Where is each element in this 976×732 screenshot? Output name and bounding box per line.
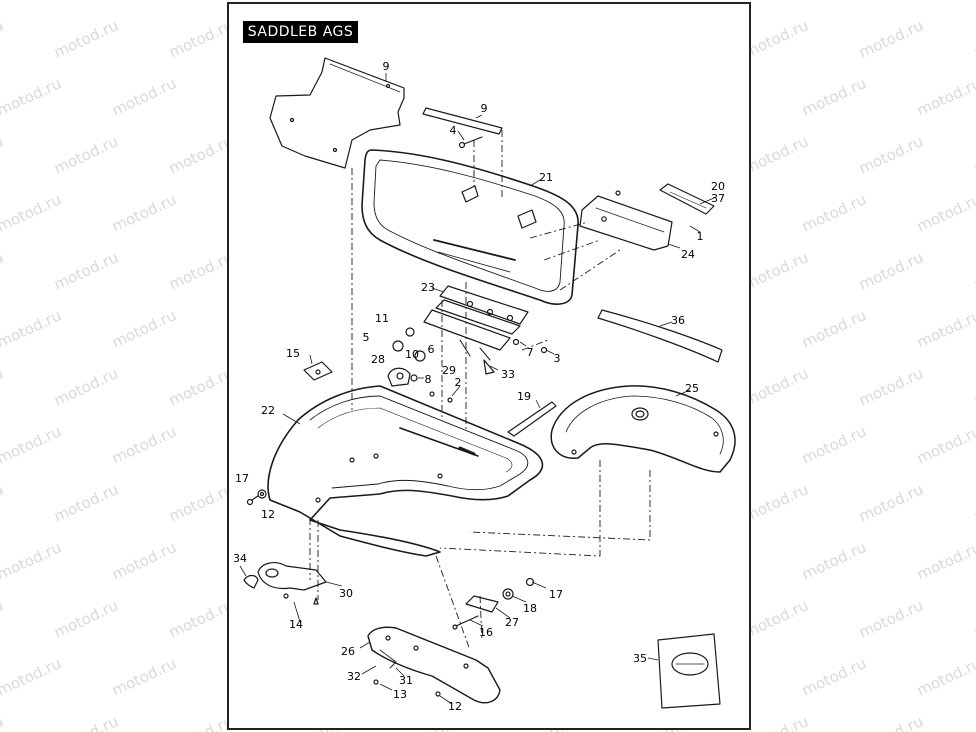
- badge-emblem: [659, 183, 715, 215]
- liner-sheet: [269, 57, 405, 169]
- callout-24: 24: [681, 248, 695, 261]
- callout-2: 2: [455, 376, 462, 389]
- callout-29: 29: [442, 364, 456, 377]
- callout-5: 5: [363, 331, 370, 344]
- clip-34: [243, 574, 259, 589]
- callout-7: 7: [527, 346, 534, 359]
- pivot-27: [465, 595, 499, 613]
- callout-3: 3: [554, 352, 561, 365]
- callout-8: 8: [425, 373, 432, 386]
- callout-37: 37: [711, 192, 725, 205]
- callout-30: 30: [339, 587, 353, 600]
- hook-bracket: [257, 562, 327, 591]
- bolt-16: [452, 615, 479, 630]
- callout-11: 11: [375, 312, 389, 325]
- callout-28: 28: [371, 353, 385, 366]
- callout-13: 13: [393, 688, 407, 701]
- callout-31: 31: [399, 674, 413, 687]
- callout-33: 33: [501, 368, 515, 381]
- callout-36: 36: [671, 314, 685, 327]
- screw-12-bottom: [435, 691, 441, 697]
- screw-4: [458, 136, 483, 149]
- callout-20: 20: [711, 180, 725, 193]
- callout-17: 17: [549, 588, 563, 601]
- callout-14: 14: [289, 618, 303, 631]
- washer-17-right: [525, 577, 535, 587]
- callout-32: 32: [347, 670, 361, 683]
- callout-10: 10: [405, 348, 419, 361]
- callout-9: 9: [383, 60, 390, 73]
- diagram-title: SADDLEB AGS: [243, 21, 358, 43]
- callout-21: 21: [539, 171, 553, 184]
- lid-frame: [361, 149, 579, 305]
- callout-19: 19: [517, 390, 531, 403]
- leader-lines: [239, 73, 715, 705]
- callout-23: 23: [421, 281, 435, 294]
- screw-12-left: [246, 495, 259, 506]
- callout-16: 16: [479, 626, 493, 639]
- callout-25: 25: [685, 382, 699, 395]
- latch-lock: [303, 361, 333, 381]
- callout-26: 26: [341, 645, 355, 658]
- callout-35: 35: [633, 652, 647, 665]
- callout-15: 15: [286, 347, 300, 360]
- callout-27: 27: [505, 616, 519, 629]
- callout-22: 22: [261, 404, 275, 417]
- washer-17-left: [257, 489, 267, 499]
- screw-14: [283, 593, 319, 605]
- saddlebag-body: [267, 385, 544, 557]
- callout-34: 34: [233, 552, 247, 565]
- callout-12: 12: [261, 508, 275, 521]
- assembly-lines: [309, 130, 651, 651]
- small-hardware: [392, 327, 548, 403]
- gasket-19: [507, 401, 557, 437]
- base-plate: [367, 626, 501, 704]
- hinge-plate: [423, 285, 529, 361]
- knob-18: [502, 588, 514, 600]
- outer-cover: [550, 385, 736, 473]
- screw-13: [373, 679, 379, 685]
- callout-18: 18: [523, 602, 537, 615]
- mount-bracket-28: [387, 367, 411, 387]
- callout-4: 4: [450, 124, 457, 137]
- callout-12: 12: [448, 700, 462, 713]
- callout-1: 1: [697, 230, 704, 243]
- latch-bracket: [579, 190, 673, 251]
- callout-9: 9: [481, 102, 488, 115]
- seal-strip: [597, 309, 723, 363]
- hinge-rod: [422, 107, 503, 135]
- parts-box: [657, 633, 721, 709]
- callout-6: 6: [428, 343, 435, 356]
- callout-17: 17: [235, 472, 249, 485]
